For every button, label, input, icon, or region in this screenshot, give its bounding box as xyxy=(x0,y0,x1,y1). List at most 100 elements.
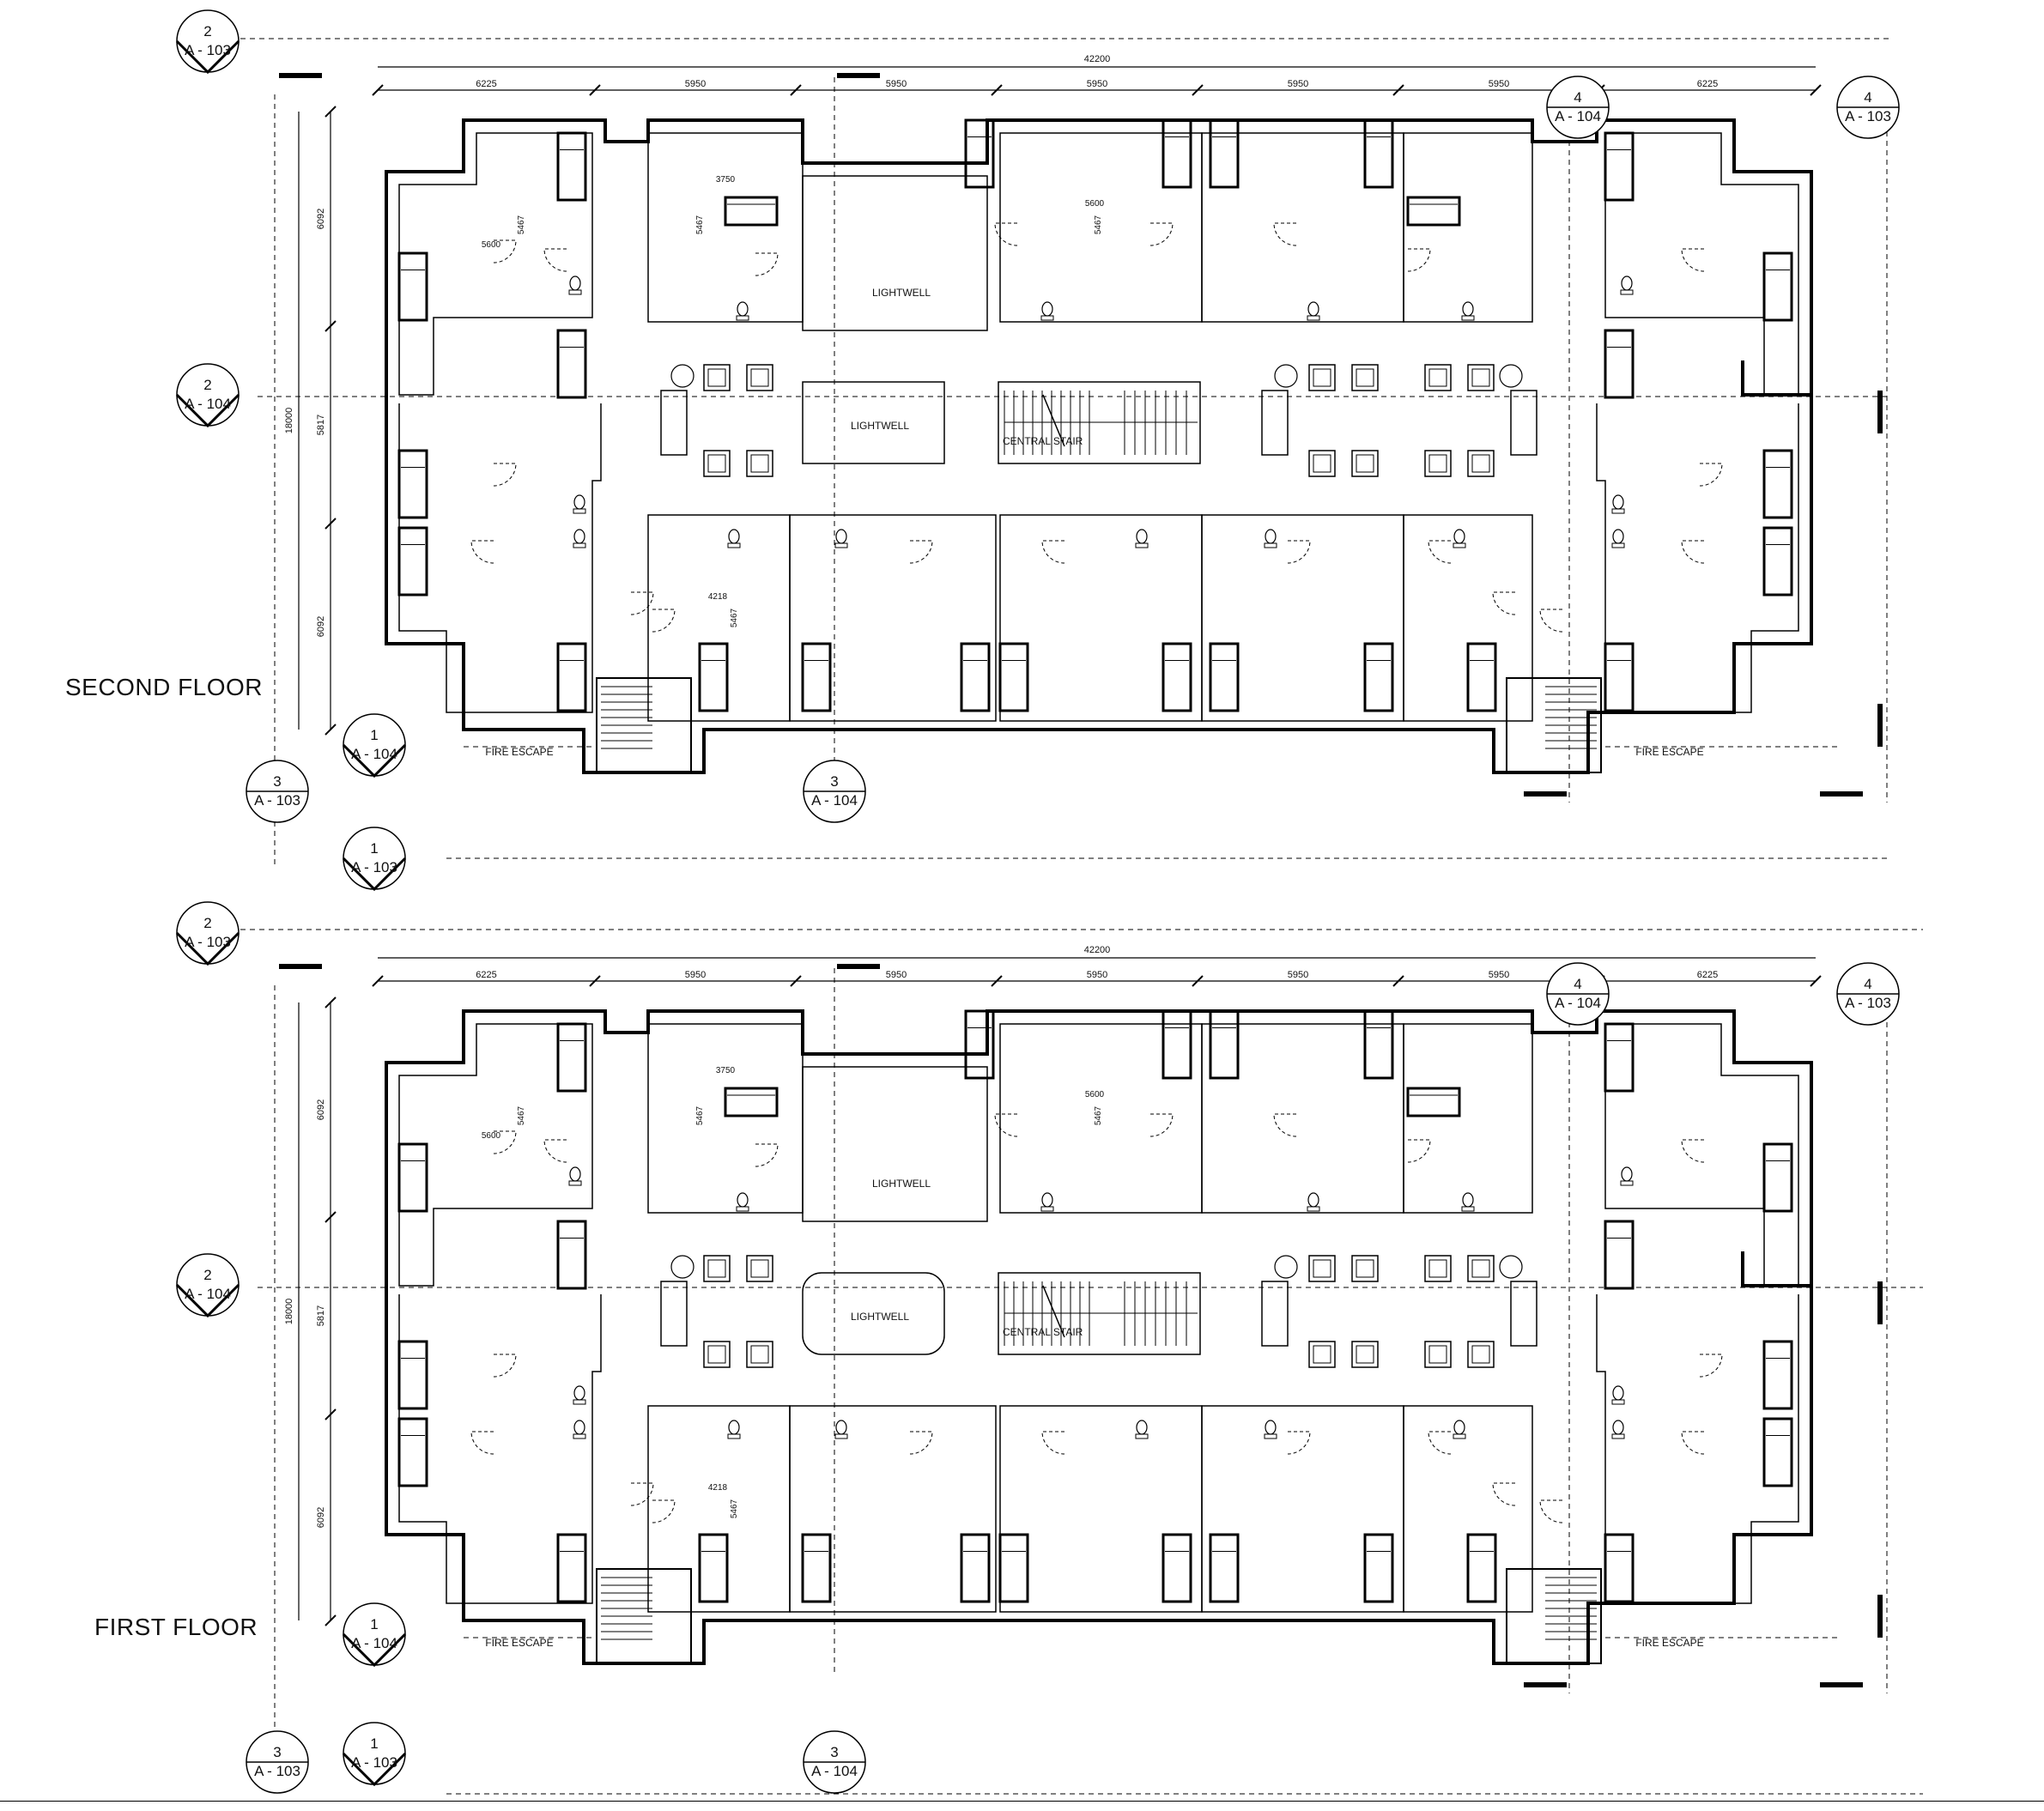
armchair-icon xyxy=(703,1255,731,1282)
section-marker-sheet: A - 104 xyxy=(811,792,858,809)
bed-icon xyxy=(801,1533,832,1603)
section-marker-sheet: A - 104 xyxy=(185,1286,231,1302)
dimension-tick xyxy=(324,724,337,736)
armchair-seat xyxy=(1428,1259,1447,1278)
toilet-tank xyxy=(1611,1399,1625,1405)
dimension-inner: 5600 xyxy=(482,240,501,250)
door-swing xyxy=(994,222,1018,246)
central-stair xyxy=(998,1272,1201,1355)
door-swing xyxy=(1699,463,1723,487)
section-marker-circle xyxy=(343,1722,406,1785)
interior-wall xyxy=(1604,132,1799,396)
door-swing xyxy=(1149,222,1174,246)
dimension-inner: 5600 xyxy=(1085,1090,1105,1099)
armchair-icon xyxy=(1308,450,1336,477)
toilet-icon xyxy=(1612,1385,1624,1401)
fire-escape-stair-left xyxy=(596,1568,692,1664)
door-swing xyxy=(470,540,494,564)
section-marker-sheet: A - 103 xyxy=(351,859,397,875)
dimension-tick xyxy=(1192,975,1204,987)
toilet-tank xyxy=(1611,508,1625,514)
section-marker-circle xyxy=(343,1602,406,1666)
toilet-tank xyxy=(1461,1206,1475,1212)
armchair-seat xyxy=(1356,454,1374,473)
toilet-tank xyxy=(1135,542,1149,548)
bed-icon xyxy=(998,1533,1029,1603)
toilet-icon xyxy=(737,301,749,317)
door-swing xyxy=(1407,248,1431,272)
central-stair xyxy=(998,381,1201,464)
interior-wall xyxy=(398,132,593,396)
toilet-tank xyxy=(573,542,586,548)
toilet-tank xyxy=(1264,1433,1277,1439)
section-marker-arrow xyxy=(175,39,240,75)
bed-icon xyxy=(1604,329,1635,399)
dimension-bay: 6225 xyxy=(1697,79,1718,89)
dimension-tick xyxy=(372,975,384,987)
section-marker-circle xyxy=(176,901,240,965)
toilet-tank xyxy=(1307,315,1320,321)
bed-icon xyxy=(397,1142,428,1213)
bed-icon xyxy=(1406,196,1461,227)
section-marker-sheet: A - 103 xyxy=(185,934,231,950)
dimension-vertical-segment: 6092 xyxy=(316,1099,326,1120)
armchair-icon xyxy=(1424,450,1452,477)
section-marker-sheet: A - 103 xyxy=(254,1763,300,1779)
dimension-tick xyxy=(991,84,1003,96)
bed-icon xyxy=(1762,449,1793,519)
toilet-tank xyxy=(1040,1206,1054,1212)
sofa-icon xyxy=(1261,390,1289,456)
bed-icon xyxy=(1762,526,1793,597)
toilet-tank xyxy=(834,1433,848,1439)
dimension-vertical-segment: 5817 xyxy=(316,415,326,435)
room-wall xyxy=(1403,1023,1533,1214)
section-marker-arrow xyxy=(175,393,240,428)
dimension-vertical-segment: 5817 xyxy=(316,1305,326,1326)
armchair-seat xyxy=(1313,1259,1331,1278)
section-marker-arrow xyxy=(342,743,407,778)
room-wall xyxy=(1403,514,1533,722)
dimension-vertical-segment: 6092 xyxy=(316,1507,326,1528)
dimension-inner: 4218 xyxy=(708,592,728,602)
toilet-icon xyxy=(1612,494,1624,510)
dimension-tick xyxy=(324,106,337,118)
bed-icon xyxy=(1762,1142,1793,1213)
bed-icon xyxy=(556,1022,587,1093)
dimension-inner: 5467 xyxy=(730,608,739,627)
sofa-icon xyxy=(1510,390,1538,456)
toilet-icon xyxy=(1462,1192,1474,1208)
round-table-icon xyxy=(670,1255,694,1279)
toilet-icon xyxy=(573,529,585,544)
dimension-inner: 5467 xyxy=(730,1499,739,1518)
dimension-vertical-total: 18000 xyxy=(284,1299,294,1325)
dimension-bay: 5950 xyxy=(685,970,706,980)
door-swing xyxy=(1041,540,1065,564)
bed-icon xyxy=(1466,1533,1497,1603)
dimension-tick xyxy=(991,975,1003,987)
section-marker-arrow xyxy=(342,857,407,892)
dimension-bay: 5950 xyxy=(1288,970,1308,980)
toilet-tank xyxy=(736,1206,749,1212)
bed-icon xyxy=(1406,1087,1461,1117)
toilet-icon xyxy=(728,529,740,544)
door-swing xyxy=(1492,1482,1516,1506)
dimension-bay: 5950 xyxy=(886,79,907,89)
door-swing xyxy=(1407,1139,1431,1163)
lightwell-label-corridor: LIGHTWELL xyxy=(851,420,909,432)
room-wall xyxy=(647,1405,791,1613)
toilet-icon xyxy=(569,1166,581,1182)
toilet-tank xyxy=(834,542,848,548)
toilet-icon xyxy=(835,529,847,544)
door-swing xyxy=(470,1431,494,1455)
fire-escape-stair-right xyxy=(1506,1568,1602,1664)
toilet-icon xyxy=(1462,301,1474,317)
lightwell-label-top: LIGHTWELL xyxy=(872,1178,931,1190)
bed-icon xyxy=(1604,642,1635,712)
dimension-bay: 6225 xyxy=(1697,970,1718,980)
fire-escape-label-right: FIRE ESCAPE xyxy=(1635,746,1703,758)
armchair-icon xyxy=(1467,364,1495,391)
interior-wall xyxy=(398,403,602,713)
armchair-icon xyxy=(703,1341,731,1368)
section-marker-number: 1 xyxy=(370,840,378,857)
